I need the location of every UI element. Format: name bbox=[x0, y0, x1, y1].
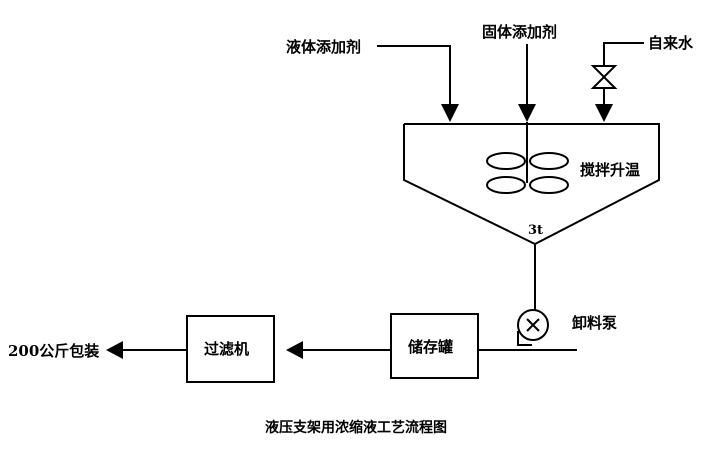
tank-capacity-label: 3t bbox=[528, 223, 543, 238]
tank-outline bbox=[403, 123, 660, 246]
filter-machine: 过滤机 bbox=[186, 315, 275, 383]
storage-to-filter-arrow bbox=[286, 341, 303, 359]
filter-label: 过滤机 bbox=[204, 340, 249, 358]
liquid-additive-arrow bbox=[441, 104, 459, 122]
agitator-icon bbox=[486, 122, 569, 194]
tank-process-label: 搅拌升温 bbox=[580, 161, 640, 179]
storage-tank-label: 储存罐 bbox=[408, 338, 453, 356]
solid-additive-label: 固体添加剂 bbox=[482, 23, 557, 41]
pump-icon bbox=[517, 309, 549, 346]
tap-water-label: 自来水 bbox=[648, 34, 694, 52]
pump-label: 卸料泵 bbox=[572, 314, 617, 332]
mixing-tank: 搅拌升温 3t bbox=[403, 122, 660, 246]
solid-additive-feed: 固体添加剂 bbox=[482, 23, 557, 122]
packaging-label: 200公斤包装 bbox=[8, 342, 100, 360]
tap-water-line-top bbox=[603, 42, 644, 66]
diagram-caption: 液压支架用浓缩液工艺流程图 bbox=[265, 419, 447, 436]
liquid-additive-feed: 液体添加剂 bbox=[286, 38, 459, 122]
filter-to-packaging-arrow bbox=[106, 341, 123, 359]
tap-water-feed: 自来水 bbox=[590, 34, 694, 122]
filter-box bbox=[186, 315, 275, 383]
valve-icon bbox=[590, 65, 618, 89]
solid-additive-arrow bbox=[518, 104, 536, 122]
liquid-additive-label: 液体添加剂 bbox=[286, 38, 361, 56]
liquid-additive-line bbox=[377, 45, 451, 105]
storage-tank-box bbox=[390, 313, 479, 379]
tap-water-arrow bbox=[595, 104, 613, 122]
storage-tank: 储存罐 bbox=[390, 313, 479, 379]
